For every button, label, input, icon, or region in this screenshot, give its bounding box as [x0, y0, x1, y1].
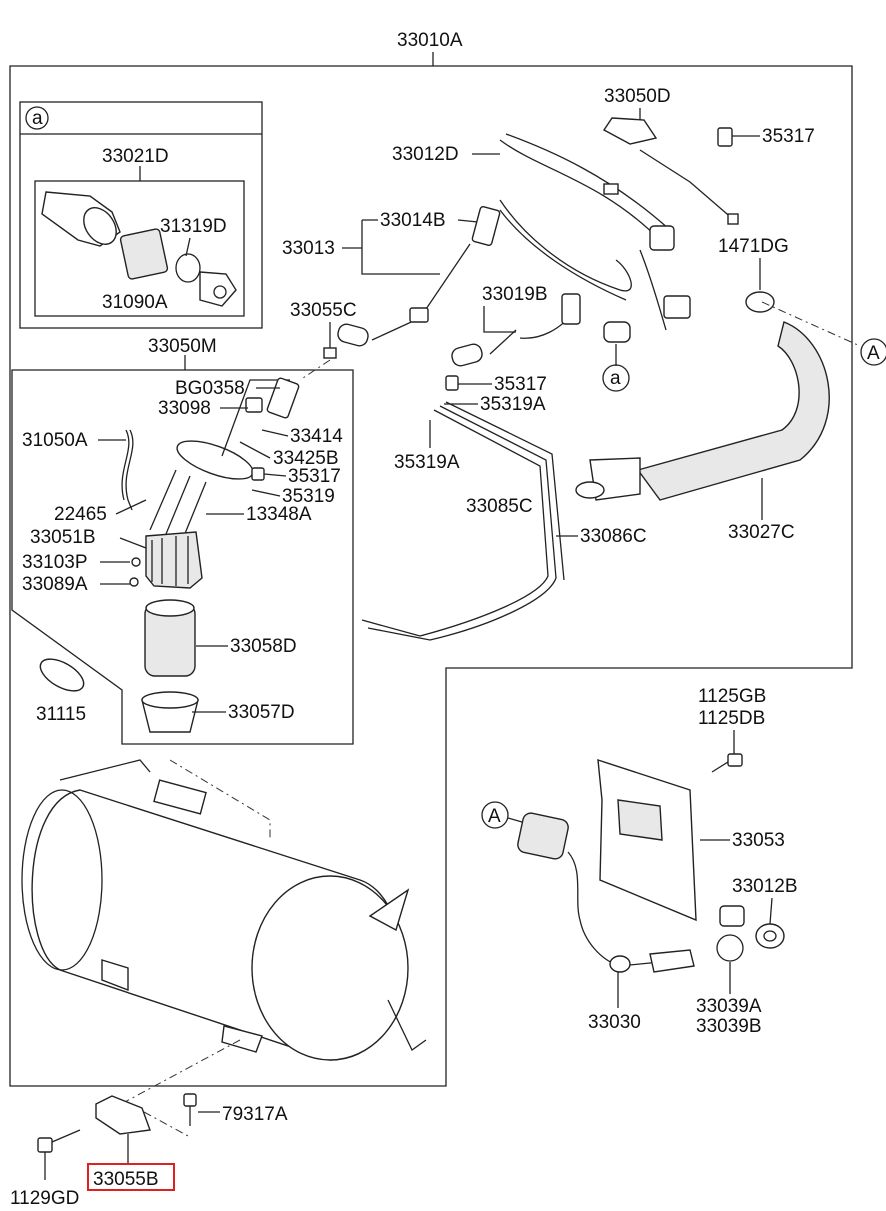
bolt-1125GB — [711, 753, 743, 773]
bracket-33053 — [597, 759, 697, 922]
filter-parts — [41, 191, 237, 307]
callout-A2-circle — [481, 801, 509, 829]
inset-a-box — [19, 101, 263, 329]
label-33089A[interactable]: 33089A — [22, 574, 88, 595]
grommet-33012B — [755, 923, 785, 949]
sensor-33050D — [602, 117, 739, 225]
label-33058D[interactable]: 33058D — [230, 636, 297, 657]
label-33425B[interactable]: 33425B — [273, 448, 339, 469]
pump-assembly — [121, 377, 300, 733]
label-33039B[interactable]: 33039B — [696, 1016, 762, 1037]
label-22465[interactable]: 22465 — [54, 504, 107, 525]
hose-33030 — [517, 812, 695, 973]
label-33055B[interactable]: 33055B — [93, 1169, 159, 1190]
inset-a-letter: a — [32, 108, 43, 129]
label-33012D[interactable]: 33012D — [392, 144, 459, 165]
main-frame — [9, 52, 853, 1087]
label-33055C[interactable]: 33055C — [290, 300, 357, 321]
label-33039A[interactable]: 33039A — [696, 996, 762, 1017]
clamp-1471DG — [745, 291, 775, 313]
valve-part — [603, 321, 631, 343]
callout-A[interactable]: A — [867, 343, 880, 364]
sender-unit — [337, 205, 501, 347]
pump-box — [11, 355, 354, 745]
label-33014B[interactable]: 33014B — [380, 210, 446, 231]
label-33030[interactable]: 33030 — [588, 1012, 641, 1033]
clip-33039 — [716, 905, 745, 994]
label-33053[interactable]: 33053 — [732, 830, 785, 851]
highlight-box-33055B — [87, 1163, 175, 1191]
label-1129GD[interactable]: 1129GD — [10, 1188, 79, 1209]
label-13348A[interactable]: 13348A — [246, 504, 312, 525]
label-33050D[interactable]: 33050D — [604, 86, 671, 107]
label-79317A[interactable]: 79317A — [222, 1104, 288, 1125]
label-33085C[interactable]: 33085C — [466, 496, 533, 517]
label-35317-mid[interactable]: 35317 — [494, 374, 547, 395]
callout-a[interactable]: a — [610, 368, 621, 389]
sensor-33019B — [451, 293, 581, 367]
label-33021D[interactable]: 33021D — [102, 146, 169, 167]
harness-33012D — [499, 133, 691, 331]
label-33010A[interactable]: 33010A — [397, 30, 463, 51]
label-1125GB[interactable]: 1125GB — [698, 686, 766, 707]
label-31319D[interactable]: 31319D — [160, 216, 227, 237]
label-33013[interactable]: 33013 — [282, 238, 335, 259]
label-1471DG[interactable]: 1471DG — [718, 236, 789, 257]
screw-33055C — [299, 322, 337, 381]
clip-35317-mid — [445, 375, 459, 391]
label-33019B[interactable]: 33019B — [482, 284, 548, 305]
label-1125DB[interactable]: 1125DB — [698, 708, 765, 729]
label-33027C[interactable]: 33027C — [728, 522, 795, 543]
label-33050M[interactable]: 33050M — [148, 336, 217, 357]
label-BG0358[interactable]: BG0358 — [175, 378, 245, 399]
label-31115[interactable]: 31115 — [36, 704, 86, 725]
label-33012B[interactable]: 33012B — [732, 876, 798, 897]
fuel-lines — [361, 401, 565, 641]
label-35317-top[interactable]: 35317 — [762, 126, 815, 147]
label-33414[interactable]: 33414 — [290, 426, 343, 447]
label-31050A[interactable]: 31050A — [22, 430, 88, 451]
label-33057D[interactable]: 33057D — [228, 702, 295, 723]
filler-hose-33027C — [575, 321, 830, 501]
label-35319-pump[interactable]: 35319 — [282, 486, 335, 507]
fuel-tank — [21, 759, 427, 1111]
label-33103P[interactable]: 33103P — [22, 552, 88, 573]
label-35317-pump[interactable]: 35317 — [288, 466, 341, 487]
callout-a-circle — [602, 364, 630, 392]
bracket-33055B — [37, 1093, 197, 1180]
label-33086C[interactable]: 33086C — [580, 526, 647, 547]
label-33051B[interactable]: 33051B — [30, 527, 96, 548]
callout-A2[interactable]: A — [488, 806, 501, 827]
callout-A-circle — [860, 338, 886, 366]
label-31090A[interactable]: 31090A — [102, 292, 168, 313]
label-35319A-left[interactable]: 35319A — [394, 452, 460, 473]
label-35319A-mid[interactable]: 35319A — [480, 394, 546, 415]
clip-35317-top — [717, 127, 760, 147]
gasket-31115-part — [39, 658, 85, 692]
label-33098[interactable]: 33098 — [158, 398, 211, 419]
